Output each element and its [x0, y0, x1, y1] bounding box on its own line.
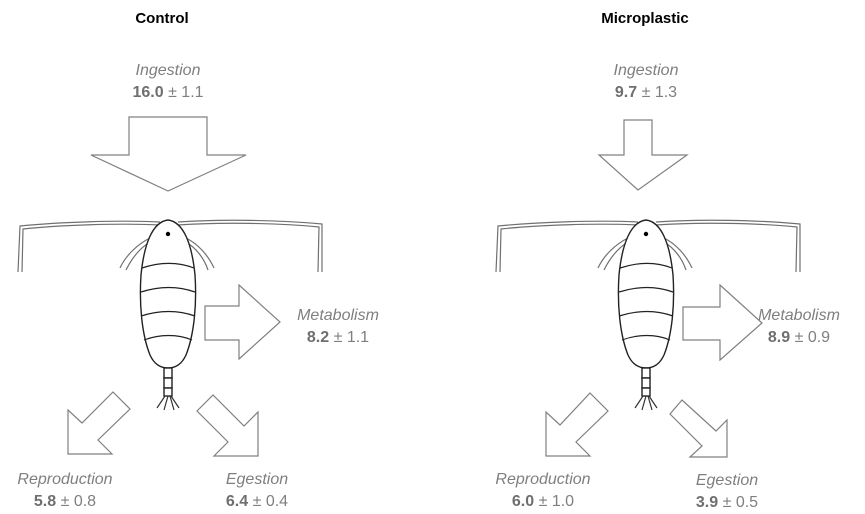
ingestion-mean: 9.7 — [615, 84, 637, 101]
reproduction-mean: 6.0 — [512, 493, 534, 510]
panel-microplastic: Microplastic — [432, 0, 865, 512]
reproduction-label: Reproduction 6.0 ± 1.0 — [473, 469, 613, 513]
egestion-name: Egestion — [187, 469, 327, 491]
egestion-label: Egestion 6.4 ± 0.4 — [187, 469, 327, 513]
ingestion-error: ± 1.1 — [168, 84, 203, 101]
reproduction-name: Reproduction — [473, 469, 613, 491]
egestion-arrow — [197, 395, 258, 456]
ingestion-name: Ingestion — [98, 60, 238, 82]
metabolism-mean: 8.9 — [768, 329, 790, 346]
egestion-label: Egestion 3.9 ± 0.5 — [657, 470, 797, 514]
metabolism-error: ± 1.1 — [334, 329, 369, 346]
ingestion-error: ± 1.3 — [642, 84, 677, 101]
ingestion-label: Ingestion 9.7 ± 1.3 — [576, 60, 716, 104]
egestion-error: ± 0.4 — [253, 493, 288, 510]
reproduction-label: Reproduction 5.8 ± 0.8 — [0, 469, 135, 513]
egestion-arrow — [670, 400, 727, 457]
reproduction-arrow — [68, 392, 130, 454]
metabolism-error: ± 0.9 — [795, 329, 830, 346]
metabolism-label: Metabolism 8.9 ± 0.9 — [734, 305, 864, 349]
reproduction-name: Reproduction — [0, 469, 135, 491]
metabolism-mean: 8.2 — [307, 329, 329, 346]
reproduction-arrow — [546, 393, 608, 456]
panel-control: Control — [0, 0, 432, 512]
ingestion-arrow — [599, 120, 687, 190]
ingestion-name: Ingestion — [576, 60, 716, 82]
reproduction-error: ± 0.8 — [61, 493, 96, 510]
reproduction-error: ± 1.0 — [539, 493, 574, 510]
egestion-mean: 6.4 — [226, 493, 248, 510]
reproduction-mean: 5.8 — [34, 493, 56, 510]
metabolism-name: Metabolism — [268, 305, 408, 327]
egestion-mean: 3.9 — [696, 494, 718, 511]
egestion-error: ± 0.5 — [723, 494, 758, 511]
ingestion-mean: 16.0 — [132, 84, 163, 101]
ingestion-label: Ingestion 16.0 ± 1.1 — [98, 60, 238, 104]
metabolism-label: Metabolism 8.2 ± 1.1 — [268, 305, 408, 349]
metabolism-name: Metabolism — [734, 305, 864, 327]
egestion-name: Egestion — [657, 470, 797, 492]
ingestion-arrow — [91, 117, 246, 191]
